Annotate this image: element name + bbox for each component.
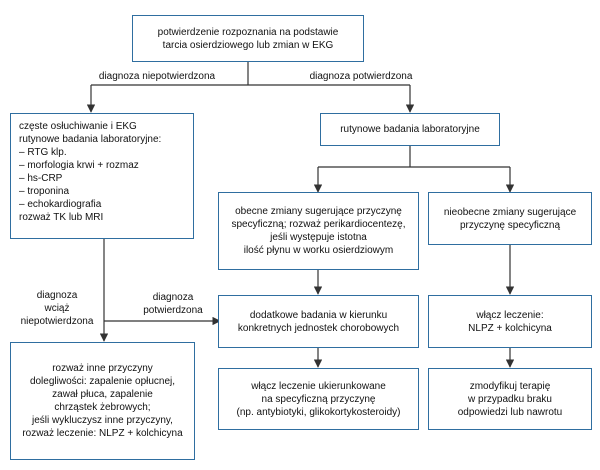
unconfirmed-box: częste osłuchiwanie i EKG rutynowe badan… (10, 113, 194, 239)
label-diagnosis-not-confirmed: diagnoza niepotwierdzona (98, 71, 216, 82)
label-diagnosis-confirmed: diagnoza potwierdzona (309, 71, 413, 82)
start-treatment-box: włącz leczenie: NLPZ + kolchicyna (428, 295, 592, 348)
routine-labs-box: rutynowe badania laboratoryjne (320, 113, 500, 146)
confirmation-box: potwierdzenie rozpoznania na podstawie t… (132, 15, 364, 62)
targeted-treatment-box: włącz leczenie ukierunkowane na specyfic… (218, 368, 419, 430)
modify-therapy-box: zmodyfikuj terapię w przypadku braku odp… (428, 368, 592, 430)
label-confirmed-2: diagnoza potwierdzona (143, 292, 203, 316)
additional-tests-box: dodatkowe badania w kierunku konkretnych… (218, 295, 419, 348)
specific-cause-absent-box: nieobecne zmiany sugerujące przyczynę sp… (428, 192, 592, 245)
other-causes-box: rozważ inne przyczyny dolegliwości: zapa… (10, 342, 195, 460)
label-still-not-confirmed: diagnoza wciąż niepotwierdzona (20, 290, 94, 327)
specific-cause-present-box: obecne zmiany sugerujące przyczynę specy… (218, 192, 419, 270)
